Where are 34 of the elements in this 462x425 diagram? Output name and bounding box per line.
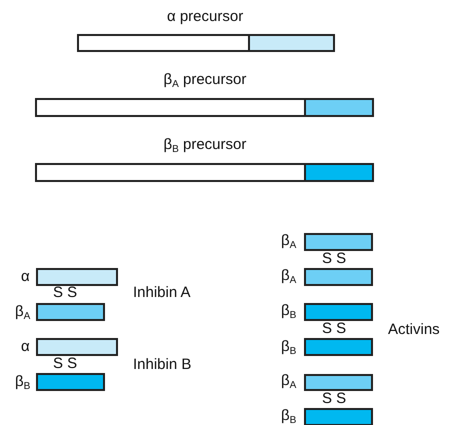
chain-label: β$_{A}$ [281, 373, 296, 389]
chain-label: β$_{A}$ [281, 268, 296, 284]
protein-chain-bar [36, 303, 105, 321]
precursor-label: β$_{A}$ precursor [164, 72, 246, 88]
precursor-label: α precursor [167, 9, 244, 25]
disulfide-bond-label: S S [322, 321, 346, 337]
chain-label: β$_{B}$ [281, 408, 296, 424]
chain-label: α [21, 339, 30, 355]
protein-chain-bar [36, 373, 105, 391]
protein-chain-bar [304, 408, 373, 425]
disulfide-bond-label: S S [53, 356, 78, 372]
chain-label: β$_{B}$ [281, 339, 296, 355]
precursor-bar [35, 163, 374, 182]
chain-label: β$_{B}$ [281, 303, 296, 319]
chain-label: β$_{A}$ [15, 304, 30, 320]
dimer-name: Inhibin A [133, 285, 191, 301]
protein-chain-bar [304, 303, 373, 321]
precursor-bar [77, 34, 335, 52]
protein-chain-bar [304, 268, 373, 286]
protein-chain-bar [36, 268, 118, 286]
chain-label: β$_{A}$ [281, 233, 296, 249]
chain-label: α [21, 269, 30, 285]
disulfide-bond-label: S S [322, 251, 346, 267]
disulfide-bond-label: S S [53, 285, 78, 301]
dimer-name: Activins [388, 322, 440, 338]
dimer-name: Inhibin B [133, 357, 192, 373]
precursor-bar [35, 98, 374, 117]
protein-chain-bar [304, 374, 373, 391]
chain-label: β$_{B}$ [15, 374, 30, 390]
precursor-label: β$_{B}$ precursor [164, 137, 246, 153]
disulfide-bond-label: S S [322, 391, 346, 407]
protein-chain-bar [36, 338, 118, 356]
protein-chain-bar [304, 233, 373, 251]
protein-chain-bar [304, 338, 373, 356]
